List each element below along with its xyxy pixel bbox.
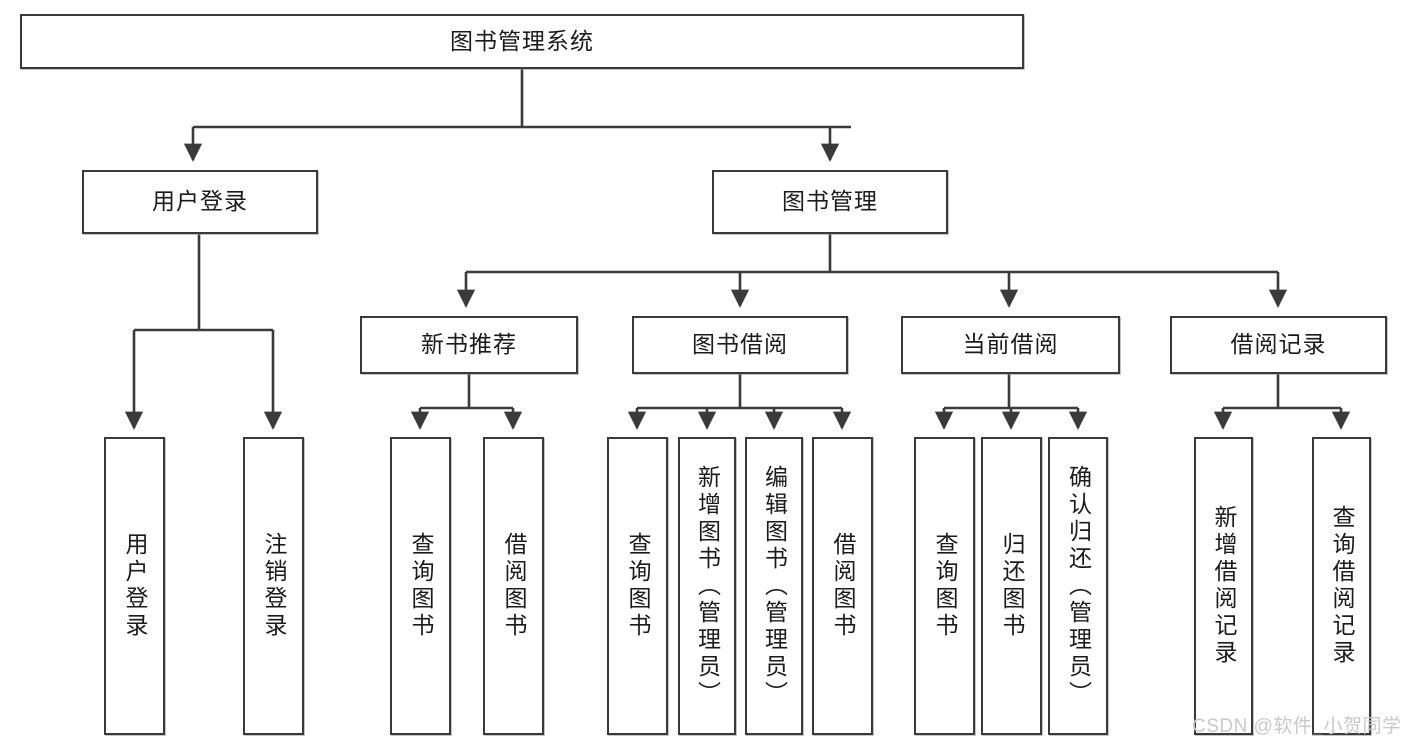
node-borrow-record[interactable]: 借阅记录 bbox=[1170, 316, 1387, 374]
node-borrow-record-label: 借阅记录 bbox=[1230, 331, 1327, 358]
node-leaf-query-book-3-label: 查询图书 bbox=[932, 532, 958, 640]
node-leaf-add-book[interactable]: 新增图书（管理员） bbox=[678, 437, 736, 735]
node-leaf-query-record[interactable]: 查询借阅记录 bbox=[1312, 437, 1371, 735]
node-leaf-borrow-book-2-label: 借阅图书 bbox=[830, 532, 856, 640]
node-leaf-borrow-book-1[interactable]: 借阅图书 bbox=[483, 437, 544, 735]
node-leaf-confirm-return-label: 确认归还（管理员） bbox=[1065, 464, 1092, 708]
node-user-login[interactable]: 用户登录 bbox=[82, 170, 318, 234]
node-book-borrow-label: 图书借阅 bbox=[692, 331, 788, 358]
node-leaf-add-record-label: 新增借阅记录 bbox=[1211, 505, 1237, 667]
node-root-label: 图书管理系统 bbox=[450, 27, 594, 54]
node-leaf-logout[interactable]: 注销登录 bbox=[243, 437, 304, 735]
node-new-book-rec-label: 新书推荐 bbox=[421, 331, 517, 358]
node-leaf-borrow-book-1-label: 借阅图书 bbox=[501, 532, 527, 640]
node-book-manage[interactable]: 图书管理 bbox=[712, 170, 948, 234]
node-new-book-rec[interactable]: 新书推荐 bbox=[360, 316, 578, 374]
node-leaf-query-record-label: 查询借阅记录 bbox=[1329, 505, 1355, 667]
node-current-borrow-label: 当前借阅 bbox=[962, 331, 1059, 358]
node-leaf-edit-book-label: 编辑图书（管理员） bbox=[761, 464, 788, 708]
node-leaf-query-book-2[interactable]: 查询图书 bbox=[607, 437, 668, 735]
node-leaf-add-book-label: 新增图书（管理员） bbox=[694, 464, 721, 708]
node-leaf-add-record[interactable]: 新增借阅记录 bbox=[1194, 437, 1253, 735]
node-leaf-edit-book[interactable]: 编辑图书（管理员） bbox=[745, 437, 803, 735]
node-leaf-user-login-label: 用户登录 bbox=[122, 532, 148, 640]
csdn-watermark: CSDN @软件_小贺同学 bbox=[1192, 716, 1402, 737]
node-leaf-borrow-book-2[interactable]: 借阅图书 bbox=[812, 437, 873, 735]
node-leaf-return-book-label: 归还图书 bbox=[999, 532, 1025, 640]
node-book-borrow[interactable]: 图书借阅 bbox=[632, 316, 848, 374]
node-leaf-query-book-3[interactable]: 查询图书 bbox=[914, 437, 975, 735]
node-book-manage-label: 图书管理 bbox=[782, 188, 878, 215]
node-leaf-query-book-2-label: 查询图书 bbox=[625, 532, 651, 640]
node-root[interactable]: 图书管理系统 bbox=[20, 14, 1024, 69]
node-leaf-logout-label: 注销登录 bbox=[261, 532, 287, 640]
node-current-borrow[interactable]: 当前借阅 bbox=[901, 316, 1120, 374]
node-leaf-confirm-return[interactable]: 确认归还（管理员） bbox=[1048, 437, 1108, 735]
node-leaf-return-book[interactable]: 归还图书 bbox=[981, 437, 1042, 735]
node-leaf-user-login[interactable]: 用户登录 bbox=[104, 437, 165, 735]
node-leaf-query-book-1[interactable]: 查询图书 bbox=[390, 437, 451, 735]
node-leaf-query-book-1-label: 查询图书 bbox=[408, 532, 434, 640]
node-user-login-label: 用户登录 bbox=[152, 188, 248, 215]
